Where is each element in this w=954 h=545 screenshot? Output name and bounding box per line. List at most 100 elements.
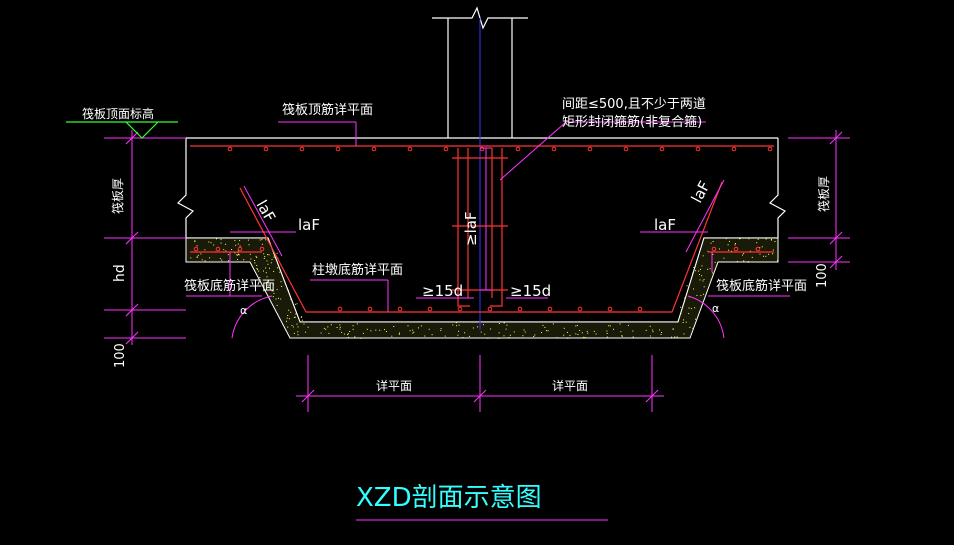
hatch-dot [375,329,377,331]
hatch-dot [276,267,278,269]
diagram-title: XZD剖面示意图 [356,483,608,521]
labels: 筏板顶面标高 筏板顶筋详平面 间距≤500,且不少于两道 矩形封闭箍筋(非复合箍… [82,97,831,393]
hatch-dot [699,279,701,281]
hatch-dot [569,334,571,336]
laf-diag-right-label: laF [688,178,714,206]
hatch-dot [259,239,261,241]
hatch-dot [393,326,395,327]
hatch-dot [700,295,702,297]
stirrup-note-line-1: 间距≤500,且不少于两道 [562,97,706,112]
hatch-dot [339,324,341,326]
hatch-dot [771,238,772,240]
rebar-dots [193,146,773,312]
hatch-dot [659,329,661,331]
hatch-dot [204,260,206,262]
hatch-dot [693,267,695,268]
hatch-dot [271,290,273,292]
rebar-dot [767,146,773,152]
hatch-dot [756,242,758,244]
hatch-dot [219,258,221,260]
hatch-dot [286,320,287,322]
hatch-dot [249,253,251,255]
hatch-dot [248,244,250,246]
hatch-dot [692,327,694,329]
hatch-dot [261,243,263,245]
hatch-dot [715,268,716,270]
rebar-dot [755,246,761,252]
hatch-dot [743,253,745,255]
hatch-dot [398,333,400,335]
hatch-dot [269,267,270,269]
rebar-dot [193,246,199,252]
hatch-dot [508,337,510,338]
hatch-dot [702,280,704,282]
raft-thickness-left-label: 筏板厚 [111,178,125,214]
hatch-dot [276,252,278,254]
hatch-dot [581,332,583,334]
hatch-dot [729,240,730,242]
hatch-dot [341,331,343,333]
detail-plan-left-label: 详平面 [376,378,412,393]
raft-top-rebar-label: 筏板顶筋详平面 [282,102,373,118]
hatch-dot [606,333,608,334]
hatch-dot [349,331,351,332]
hatch-dot [256,257,258,258]
hatch-dot [221,259,223,261]
hatch-dot [263,253,265,255]
hatch-dot [533,336,535,337]
rebar-dot [457,306,463,312]
hatch-dot [684,337,686,339]
hatch-dot [250,258,252,260]
hatch-dot [682,322,684,323]
hatch-dot [384,329,385,331]
hatch-dot [291,324,293,326]
hatch-dot [661,332,662,333]
hatch-dot [301,316,303,318]
rebar-dot [367,306,373,312]
hatch-dot [619,323,621,325]
hatch-dot [370,330,372,332]
hatch-dot [774,241,776,242]
rebar-dot [515,146,521,152]
detail-plan-right-label: 详平面 [552,378,588,393]
hatch-dot [263,270,264,272]
hatch-dot [552,323,554,325]
hatch-dot [575,325,577,327]
hatch-dot [327,326,329,328]
hatch-dot [736,260,738,262]
hatch-dot [734,244,736,246]
hatch-dot [266,260,268,262]
hatch-dot [683,319,685,321]
hatch-dot [237,252,239,254]
hatch-dot [685,321,687,323]
hatch-dot [288,318,290,320]
hatch-dot [606,330,608,332]
hatch-dot [254,262,256,264]
rebar-dot [259,246,265,252]
hatch-dot [547,330,549,332]
hatch-dot [772,249,774,251]
hatch-dot [522,335,524,337]
hatch-dot [259,277,261,278]
hatch-dot [606,336,608,338]
angle-right-label: α [712,302,719,315]
hatch-dot [620,331,622,333]
hatch-dot [272,283,274,285]
hatch-dot [534,334,536,336]
hatch-dot [256,265,258,266]
hatch-dot [379,329,381,331]
hatch-dot [210,242,212,244]
hatch-dot [484,333,486,335]
hatch-dot [731,250,732,252]
hatch-dot [347,334,348,336]
hatch-dot [239,240,241,242]
hatch-dot [247,239,249,241]
hatch-dot [652,329,654,331]
hatch-dot [566,331,568,333]
rebar-dot [607,306,613,312]
hatch-dot [297,326,299,328]
hatch-dot [352,328,354,330]
raft-thickness-right-label: 筏板厚 [817,176,831,212]
rebar-dot [215,246,221,252]
laf-horiz-right-label: laF [654,216,676,234]
